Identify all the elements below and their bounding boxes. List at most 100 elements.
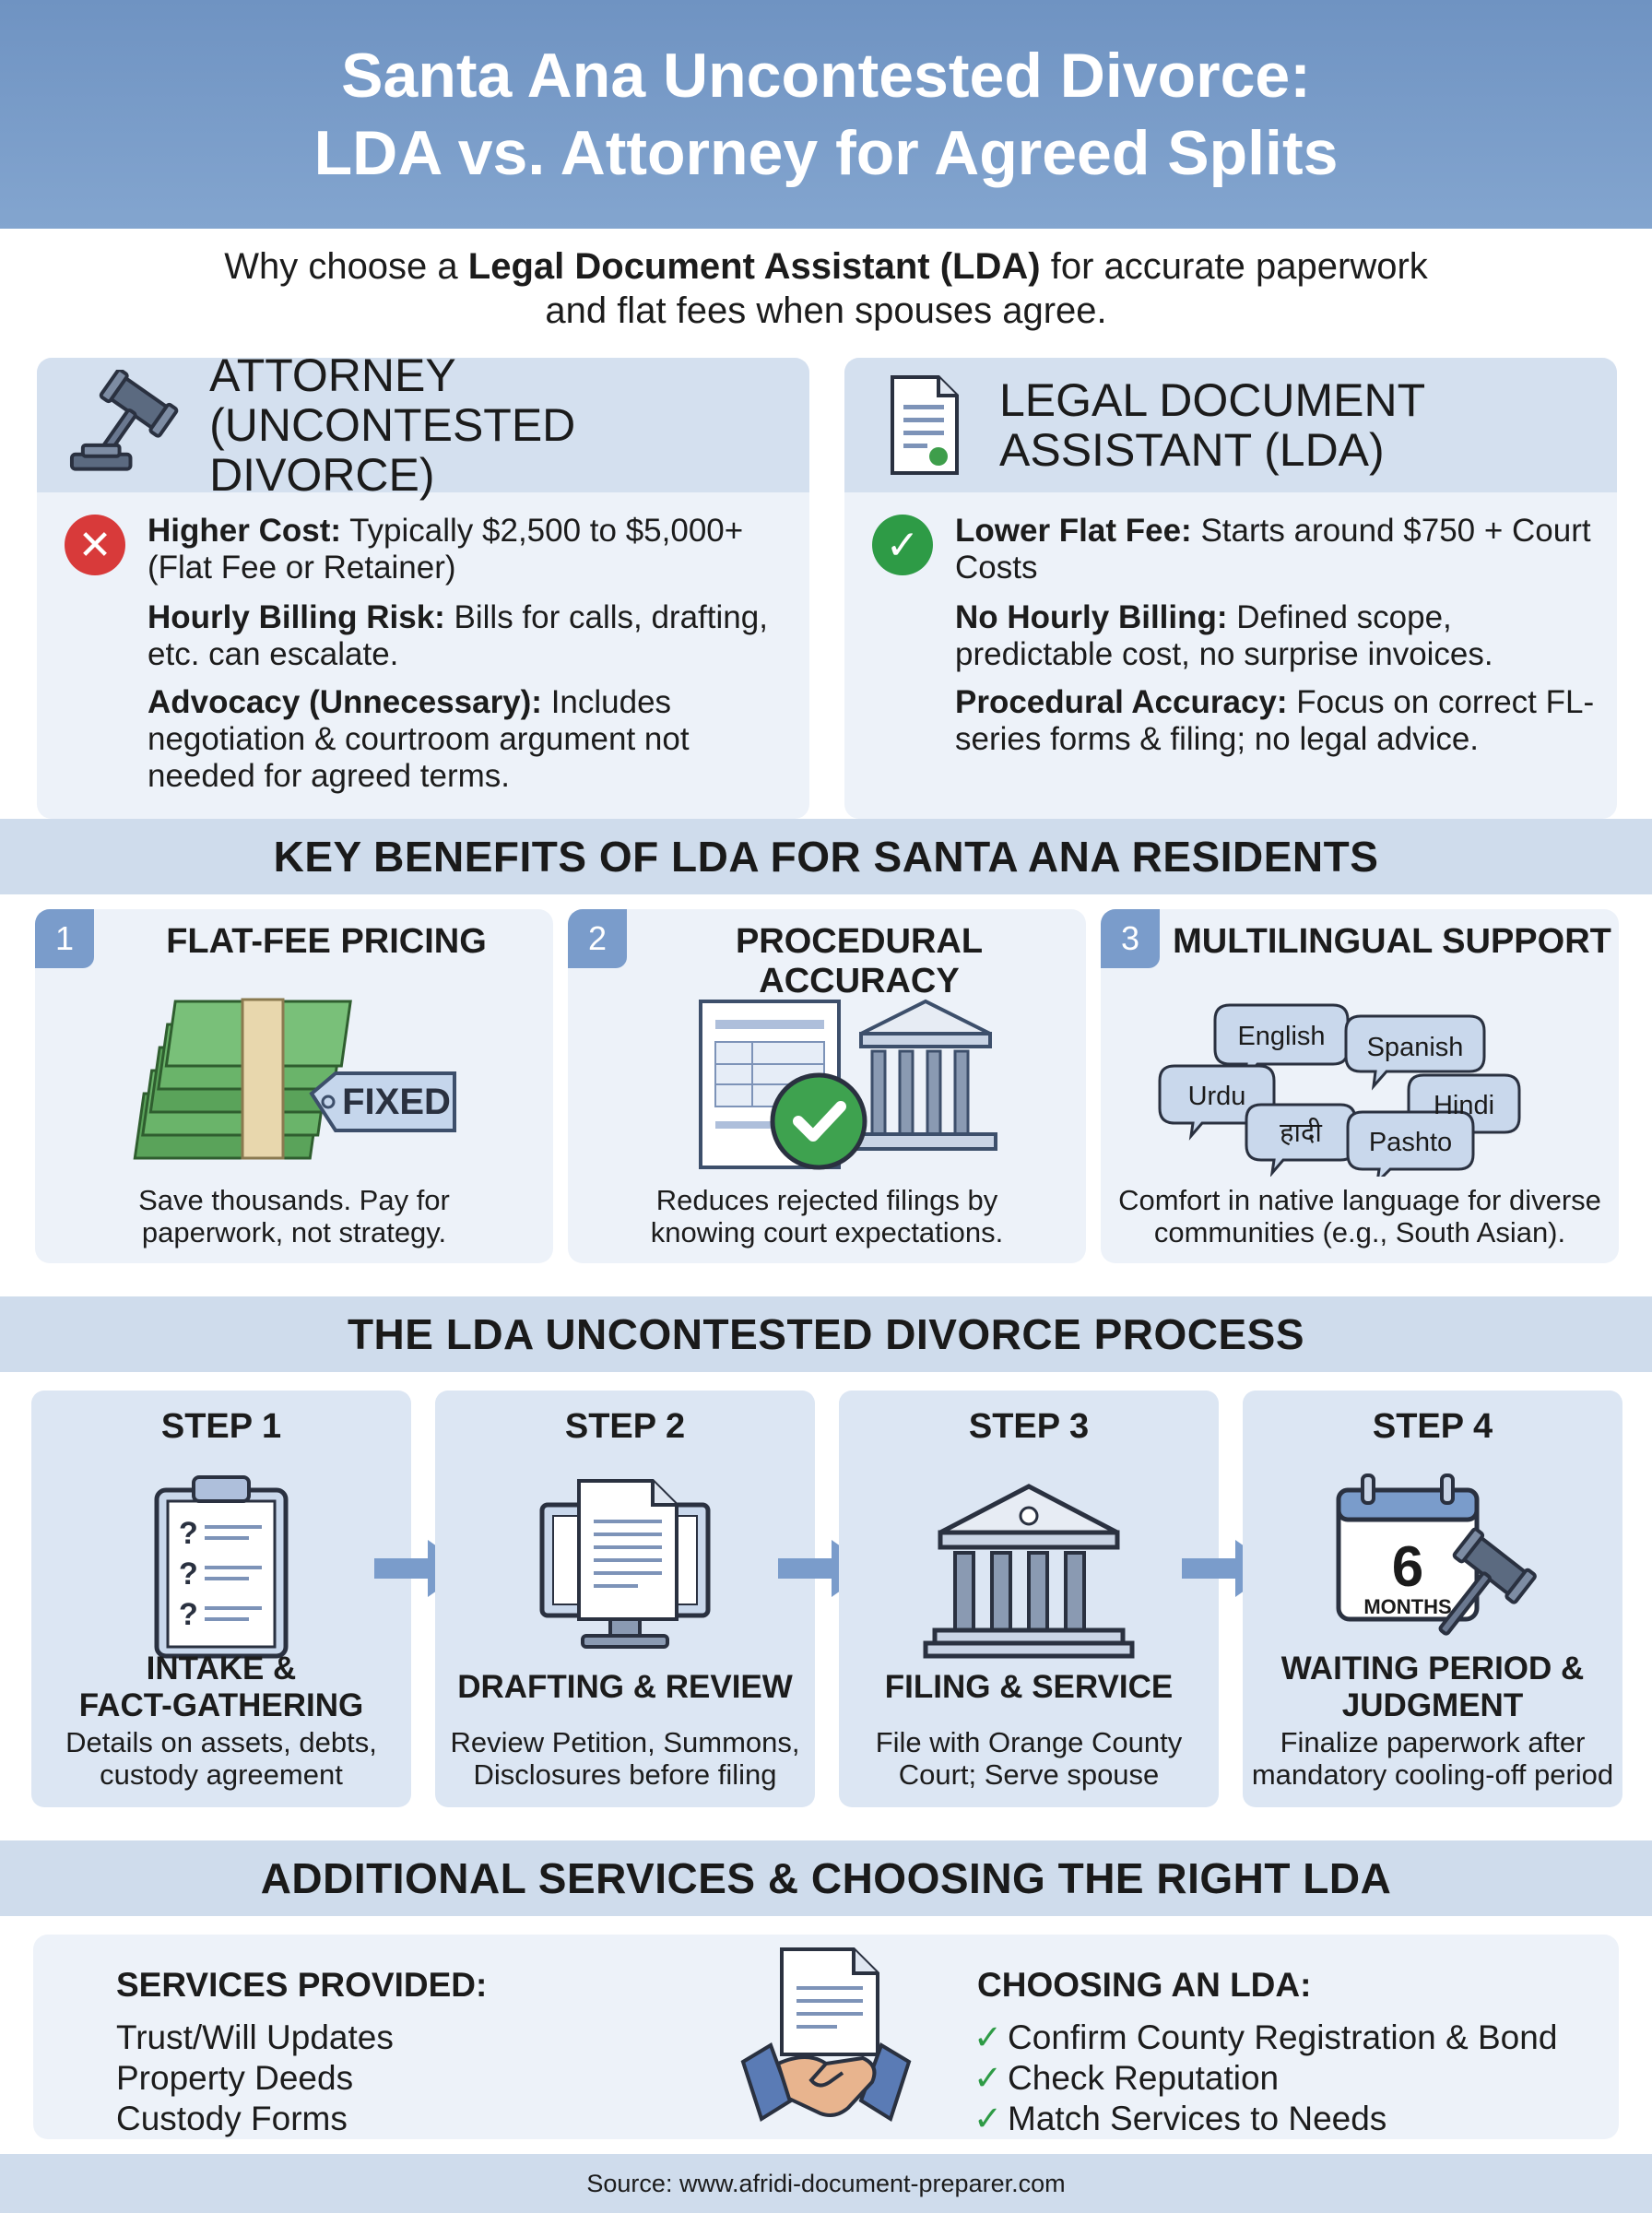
benefit-title: PROCEDURAL ACCURACY [735, 922, 984, 1000]
title-line-2: LDA vs. Attorney for Agreed Splits [313, 118, 1339, 188]
clipboard-icon: ??? [154, 1475, 289, 1659]
lda-point-text: Defined scope, predictable cost, no surp… [955, 599, 1493, 672]
step-desc-line: custody agreement [100, 1758, 343, 1791]
step-desc-line: Court; Serve spouse [898, 1758, 1160, 1791]
attorney-point-text: Includes negotiation & courtroom argumen… [148, 684, 690, 794]
step-name: FILING & SERVICE [839, 1669, 1219, 1706]
benefit-desc: Save thousands. Pay for paperwork, not s… [44, 1184, 544, 1249]
step-desc-line: File with Orange County [875, 1726, 1183, 1758]
benefit-desc-line: Save thousands. Pay for [138, 1184, 450, 1216]
language-bubble-pashto: Pashto [1369, 1128, 1452, 1157]
money-stack-icon: FIXED [133, 998, 456, 1160]
benefit-card-multilingual: 3 MULTILINGUAL SUPPORT English Spanish U… [1101, 909, 1619, 1263]
benefit-number: 2 [568, 909, 627, 968]
attorney-point: Advocacy (Unnecessary): Includes negotia… [148, 684, 791, 795]
benefits-heading: KEY BENEFITS OF LDA FOR SANTA ANA RESIDE… [273, 833, 1379, 881]
subtitle-pre: Why choose a [224, 246, 468, 287]
benefit-title: MULTILINGUAL SUPPORT [1173, 922, 1611, 961]
choosing-item: ✓Check Reputation [974, 2058, 1279, 2099]
x-icon: ✕ [65, 515, 125, 575]
step-label: STEP 3 [968, 1407, 1090, 1446]
computer-document-icon [539, 1479, 711, 1649]
process-heading: THE LDA UNCONTESTED DIVORCE PROCESS [347, 1310, 1305, 1358]
step-desc-line: Disclosures before filing [473, 1758, 777, 1791]
form-courthouse-check-icon [699, 999, 997, 1170]
lda-point-label: Procedural Accuracy: [955, 684, 1288, 720]
benefits-section-header: KEY BENEFITS OF LDA FOR SANTA ANA RESIDE… [0, 819, 1652, 894]
courthouse-icon [923, 1484, 1135, 1659]
service-item: Trust/Will Updates [116, 2018, 394, 2056]
step-name-line: DRAFTING & REVIEW [457, 1669, 793, 1705]
benefit-desc: Reduces rejected filings by knowing cour… [577, 1184, 1077, 1249]
step-desc-line: Review Petition, Summons, [450, 1726, 800, 1758]
checkmark-icon: ✓ [974, 2059, 1003, 2097]
fixed-tag-label: FIXED [342, 1082, 451, 1122]
choosing-title: CHOOSING AN LDA: [977, 1966, 1312, 2004]
step-name-line: INTAKE & [146, 1651, 297, 1686]
step-name-line: WAITING PERIOD & [1280, 1651, 1585, 1686]
subtitle-post: for accurate paperwork [1040, 246, 1428, 287]
attorney-card: ATTORNEY (UNCONTESTED DIVORCE) ✕ Higher … [37, 358, 809, 819]
svg-text:?: ? [179, 1597, 198, 1632]
benefit-desc-line: communities (e.g., South Asian). [1153, 1216, 1566, 1249]
benefit-card-procedural: 2 PROCEDURAL ACCURACY Reduces rejected f… [568, 909, 1086, 1263]
attorney-point-text: Typically $2,500 to $5,000+ (Flat Fee or… [148, 513, 744, 586]
step-name: DRAFTING & REVIEW [435, 1669, 815, 1706]
process-step-4: STEP 4 6 MONTHS WAITING PERIOD & JUDGMEN… [1243, 1391, 1622, 1807]
step-desc: Finalize paperwork after mandatory cooli… [1243, 1726, 1622, 1791]
benefit-card-flat-fee: 1 FLAT-FEE PRICING FIXED Save thousands.… [35, 909, 553, 1263]
checkmark-icon: ✓ [974, 2018, 1003, 2056]
attorney-point: Higher Cost: Typically $2,500 to $5,000+… [148, 513, 791, 586]
handshake-document-icon [740, 1947, 912, 2123]
check-circle-icon: ✓ [872, 515, 933, 575]
step-label: STEP 1 [160, 1407, 282, 1446]
process-step-2: STEP 2 DRAFTING & REVIEW Review Petition… [435, 1391, 815, 1807]
step-desc-line: Finalize paperwork after [1280, 1726, 1586, 1758]
lda-point-text: Focus on correct FL-series forms & filin… [955, 684, 1595, 757]
title-line-1: Santa Ana Uncontested Divorce: [341, 41, 1311, 111]
attorney-card-header: ATTORNEY (UNCONTESTED DIVORCE) [37, 358, 809, 500]
step-desc: Details on assets, debts, custody agreem… [31, 1726, 411, 1791]
calendar-gavel-icon: 6 MONTHS [1336, 1473, 1537, 1636]
svg-text:?: ? [179, 1556, 198, 1592]
language-bubble-urdu: Urdu [1188, 1082, 1246, 1111]
document-icon [891, 375, 959, 475]
language-bubble-script: हादी [1280, 1117, 1322, 1148]
source-footer: Source: www.afridi-document-preparer.com [0, 2154, 1652, 2213]
additional-section-header: ADDITIONAL SERVICES & CHOOSING THE RIGHT… [0, 1840, 1652, 1916]
attorney-point-label: Hourly Billing Risk: [148, 599, 445, 635]
additional-heading: ADDITIONAL SERVICES & CHOOSING THE RIGHT… [260, 1854, 1392, 1902]
choosing-item-text: Confirm County Registration & Bond [1008, 2018, 1558, 2056]
lda-point-label: Lower Flat Fee: [955, 513, 1192, 549]
step-name: WAITING PERIOD & JUDGMENT [1243, 1651, 1622, 1724]
subtitle-line-2: and flat fees when spouses agree. [545, 290, 1107, 331]
attorney-point-label: Advocacy (Unnecessary): [148, 684, 542, 720]
language-bubble-hindi: Hindi [1434, 1091, 1494, 1120]
source-link[interactable]: Source: www.afridi-document-preparer.com [586, 2169, 1066, 2197]
subtitle-bold: Legal Document Assistant (LDA) [467, 246, 1041, 287]
gavel-icon [69, 370, 179, 471]
language-bubble-spanish: Spanish [1367, 1033, 1464, 1062]
choosing-item: ✓Confirm County Registration & Bond [974, 2018, 1557, 2058]
lda-card-header: LEGAL DOCUMENT ASSISTANT (LDA) [844, 358, 1617, 492]
attorney-title-line-1: ATTORNEY [209, 358, 456, 401]
benefit-desc: Comfort in native language for diverse c… [1110, 1184, 1610, 1249]
benefit-desc-line: Comfort in native language for diverse [1118, 1184, 1601, 1216]
process-step-1: STEP 1 ??? INTAKE & FACT-GATHERING Detai… [31, 1391, 411, 1807]
services-title: SERVICES PROVIDED: [116, 1966, 488, 2004]
choosing-item-text: Match Services to Needs [1008, 2100, 1387, 2137]
benefit-desc-line: Reduces rejected filings by [655, 1184, 998, 1216]
additional-services-panel: SERVICES PROVIDED: Trust/Will Updates Pr… [33, 1935, 1619, 2139]
calendar-unit: MONTHS [1363, 1595, 1451, 1618]
process-step-3: STEP 3 FILING & SERVICE File with Orange… [839, 1391, 1219, 1807]
attorney-card-title: ATTORNEY (UNCONTESTED DIVORCE) [209, 358, 809, 500]
process-section-header: THE LDA UNCONTESTED DIVORCE PROCESS [0, 1296, 1652, 1372]
lda-point: No Hourly Billing: Defined scope, predic… [955, 599, 1599, 673]
attorney-point-label: Higher Cost: [148, 513, 341, 549]
step-name-line: FACT-GATHERING [78, 1687, 364, 1723]
lda-point-label: No Hourly Billing: [955, 599, 1228, 635]
step-name-line: JUDGMENT [1341, 1687, 1524, 1723]
benefit-desc-line: paperwork, not strategy. [141, 1216, 447, 1249]
step-label: STEP 2 [564, 1407, 686, 1446]
choosing-item: ✓Match Services to Needs [974, 2099, 1386, 2139]
